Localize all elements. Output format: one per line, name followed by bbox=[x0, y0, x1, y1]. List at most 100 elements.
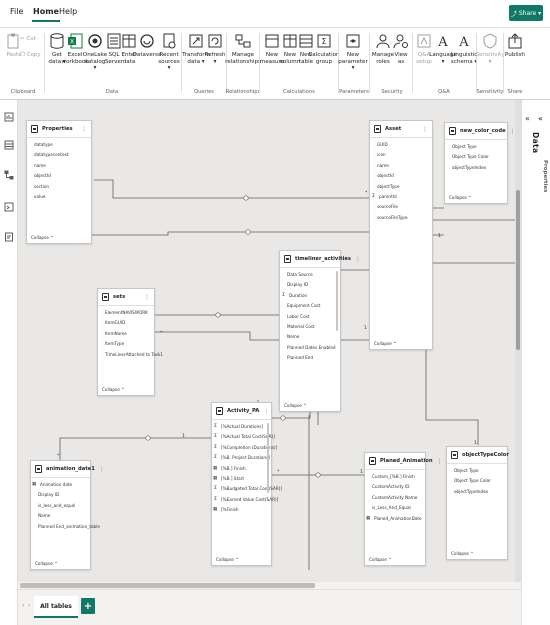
collapse-button[interactable]: Collapse ^ bbox=[284, 403, 307, 408]
field-row[interactable]: Display ID bbox=[287, 282, 309, 288]
field-row[interactable]: Object Type Color bbox=[452, 154, 489, 160]
field-row[interactable]: objectTypeIndex bbox=[452, 164, 487, 170]
field-row[interactable]: [%B. Project Durations] bbox=[212, 453, 271, 464]
relationship-line[interactable] bbox=[425, 250, 479, 445]
language-button[interactable]: A Language ▾ bbox=[429, 32, 457, 65]
more-options-icon[interactable]: ⋮ bbox=[81, 125, 87, 133]
sql-server-button[interactable]: SQL Server bbox=[103, 32, 125, 65]
card-scrollbar[interactable] bbox=[267, 423, 269, 493]
qa-setup-button[interactable]: Q&A setup bbox=[413, 32, 435, 65]
field-row[interactable]: sourceFileType bbox=[377, 214, 408, 220]
collapse-button[interactable]: Collapse ^ bbox=[35, 561, 58, 566]
calculation-group-button[interactable]: Σ Calculation group bbox=[308, 32, 340, 65]
publish-button[interactable]: Publish bbox=[504, 32, 526, 59]
more-options-icon[interactable]: ⋮ bbox=[354, 255, 361, 263]
chevron-left-icon[interactable]: ‹ bbox=[22, 602, 25, 609]
collapse-button[interactable]: Collapse ^ bbox=[374, 341, 397, 346]
properties-pane-title[interactable]: Properties bbox=[542, 160, 548, 193]
expand-properties-icon[interactable]: « bbox=[538, 114, 543, 123]
more-options-icon[interactable]: ⋮ bbox=[98, 465, 105, 473]
field-row[interactable]: Object Type Color bbox=[454, 478, 491, 484]
table-card-planed-animation[interactable]: Planed_Animation⋮ Custom_[%B.] Finish Cu… bbox=[364, 452, 443, 566]
field-row[interactable]: name bbox=[34, 162, 46, 168]
chevron-right-icon[interactable]: › bbox=[28, 602, 31, 609]
field-row[interactable]: is_Less_And_Equal bbox=[372, 505, 411, 511]
table-card-object-type-color[interactable]: objectTypeColor⋮ Object Type Object Type… bbox=[446, 446, 519, 560]
dax-query-view-icon[interactable] bbox=[4, 202, 14, 212]
field-row[interactable]: Data Source bbox=[287, 272, 313, 277]
field-row[interactable]: Display ID bbox=[38, 492, 60, 498]
field-row[interactable]: sourceFile bbox=[377, 204, 398, 210]
table-view-icon[interactable] bbox=[4, 140, 14, 150]
field-row[interactable]: TimeLinerAttached to Task1 bbox=[105, 351, 164, 357]
scrollbar-thumb[interactable] bbox=[20, 583, 315, 588]
field-row[interactable]: Planned Dates Enabled bbox=[287, 344, 336, 350]
field-row[interactable]: Object Type bbox=[452, 144, 477, 149]
add-layout-button[interactable]: + bbox=[81, 598, 95, 614]
field-row[interactable]: Planned End_animation_table bbox=[38, 523, 100, 529]
field-row[interactable]: [%Actual Durations] bbox=[212, 422, 271, 433]
relationship-line[interactable] bbox=[59, 437, 212, 460]
field-row[interactable]: datatype bbox=[34, 142, 53, 147]
collapse-button[interactable]: Collapse ^ bbox=[216, 557, 239, 562]
table-card-new-color-code[interactable]: new_color_code⋮ Object Type Object Type … bbox=[444, 122, 516, 204]
field-row[interactable]: Material Cost bbox=[287, 324, 315, 330]
manage-relationships-button[interactable]: Manage relationships bbox=[225, 32, 261, 65]
field-row[interactable]: objectTypeIndex bbox=[454, 488, 489, 494]
more-options-icon[interactable]: ⋮ bbox=[144, 293, 150, 301]
field-row[interactable]: CustomActivity Name bbox=[372, 494, 418, 500]
scrollbar-thumb[interactable] bbox=[516, 190, 520, 350]
canvas-horizontal-scrollbar[interactable] bbox=[18, 582, 521, 589]
table-card-timeliner-activities[interactable]: timeliner_activities⋮ Data Source Displa… bbox=[279, 250, 361, 412]
field-row[interactable]: objectId bbox=[377, 173, 394, 179]
more-options-icon[interactable]: ⋮ bbox=[263, 407, 270, 415]
field-row[interactable]: Animation date bbox=[31, 480, 90, 491]
copy-button[interactable]: ❐Copy bbox=[20, 52, 41, 58]
tmdl-view-icon[interactable] bbox=[4, 232, 14, 242]
field-row[interactable]: Planned End bbox=[287, 355, 314, 361]
field-row[interactable]: [%Completion (Durations)] bbox=[212, 443, 277, 454]
new-column-button[interactable]: New column bbox=[279, 32, 301, 65]
field-row[interactable]: [%B.] Finish bbox=[212, 464, 271, 475]
share-button[interactable]: ⤴ Share ▾ bbox=[509, 5, 543, 21]
field-row[interactable]: Custom_[%B.] Finish bbox=[372, 474, 415, 479]
field-row[interactable]: datatypecontext bbox=[34, 152, 69, 158]
enter-data-button[interactable]: Enter data bbox=[118, 32, 140, 65]
field-row[interactable]: Name bbox=[287, 334, 300, 340]
collapse-button[interactable]: Collapse ^ bbox=[102, 387, 125, 392]
relationship-line[interactable] bbox=[94, 179, 371, 199]
more-options-icon[interactable]: ⋮ bbox=[422, 125, 428, 133]
paste-button[interactable]: Paste bbox=[3, 32, 25, 59]
menu-help[interactable]: Help bbox=[59, 7, 78, 16]
field-row[interactable]: ItemGUID bbox=[105, 320, 126, 326]
menu-file[interactable]: File bbox=[10, 7, 24, 16]
transform-data-button[interactable]: Transform data ▾ bbox=[182, 32, 210, 65]
field-row[interactable]: Planed_AnimationDate bbox=[365, 514, 425, 525]
field-row[interactable]: ElementNAVISWORK bbox=[105, 310, 148, 315]
field-row[interactable]: icon bbox=[377, 152, 386, 158]
field-row[interactable]: ItemType bbox=[105, 341, 125, 347]
sensitivity-button[interactable]: Sensitivity ▾ bbox=[475, 32, 505, 65]
collapse-button[interactable]: Collapse ^ bbox=[451, 551, 474, 556]
linguistic-schema-button[interactable]: A Linguistic schema ▾ bbox=[451, 32, 478, 65]
field-row[interactable]: Object Type bbox=[454, 468, 479, 473]
field-row[interactable]: parentId bbox=[370, 192, 432, 203]
card-scrollbar[interactable] bbox=[336, 271, 338, 331]
field-row[interactable]: is_less_and_equal bbox=[38, 502, 76, 508]
field-row[interactable]: Equipment Cost bbox=[287, 303, 321, 309]
field-row[interactable]: Name bbox=[38, 513, 51, 519]
canvas-vertical-scrollbar[interactable] bbox=[515, 100, 521, 582]
field-row[interactable]: Labor Cost bbox=[287, 313, 310, 319]
field-row[interactable]: Duration bbox=[280, 291, 340, 302]
view-as-button[interactable]: View as bbox=[390, 32, 412, 65]
recent-sources-button[interactable]: Recent sources ▾ bbox=[157, 32, 181, 72]
get-data-button[interactable]: Get data ▾ bbox=[46, 32, 68, 65]
field-row[interactable]: value bbox=[34, 194, 46, 200]
collapse-button[interactable]: Collapse ^ bbox=[31, 235, 54, 240]
new-table-button[interactable]: New table bbox=[295, 32, 317, 65]
field-row[interactable]: ItemName bbox=[105, 330, 127, 336]
more-options-icon[interactable]: ⋮ bbox=[509, 127, 516, 135]
field-row[interactable]: [%Finish bbox=[212, 505, 271, 516]
field-row[interactable]: [%Earned Value Cost(SAR)] bbox=[212, 495, 278, 506]
cut-button[interactable]: ✂Cut bbox=[20, 36, 36, 42]
